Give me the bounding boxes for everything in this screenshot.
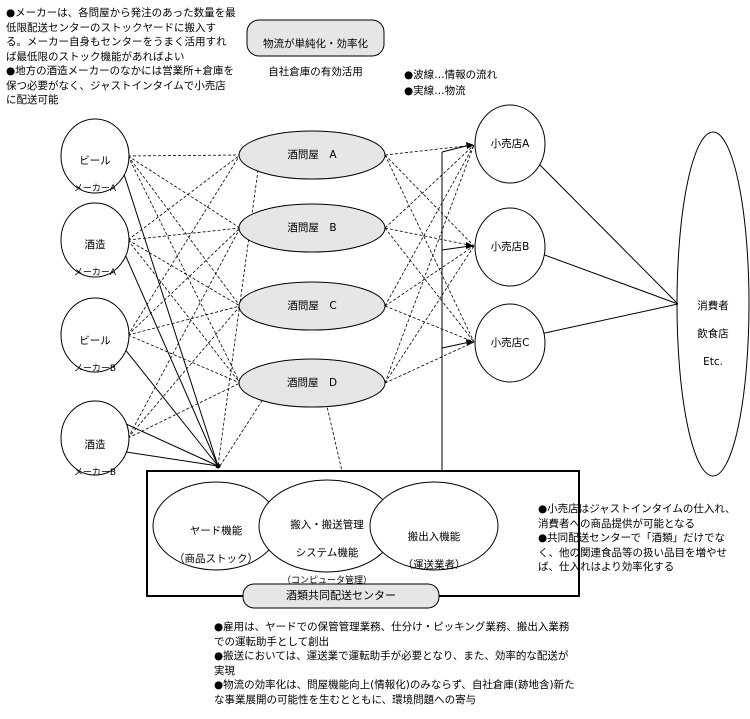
information-flow-lines <box>127 144 475 472</box>
retailer-label-2: 小売店B <box>490 241 530 253</box>
maker-label-3: ビール メーカーB <box>61 320 129 390</box>
system-label: 搬入・搬送管理 システム機能 （コンピュータ管理） <box>265 504 389 602</box>
center-name-box <box>242 583 440 609</box>
retailer-label-3: 小売店C <box>490 337 530 349</box>
consumer-label: 消費者 飲食店 Etc. <box>685 285 741 383</box>
consumer-line-1: 消費者 <box>697 300 729 312</box>
inout-label: 搬出入機能 （運送業者） <box>377 516 491 586</box>
title-line-2: 自社倉庫の有効活用 <box>268 66 363 78</box>
note-right: ●小売店はジャストインタイムの仕入れ、消費者への商品提供が可能となる ●共同配送… <box>538 503 736 573</box>
legend-physical-flow: ●実線…物流 <box>404 85 466 97</box>
maker-label-4: 酒造 メーカーB <box>61 424 129 494</box>
wholesaler-label-2: 酒問屋 B <box>287 222 337 234</box>
maker-1-name: メーカーA <box>73 184 117 194</box>
system-line-1: 搬入・搬送管理 <box>290 519 364 531</box>
system-line-3: （コンピュータ管理） <box>281 576 372 586</box>
consumer-line-3: Etc. <box>703 356 723 368</box>
legend-info-flow: ●波線…情報の流れ <box>404 69 498 81</box>
title-box-shape <box>246 19 385 57</box>
note-top-left: ●メーカーは、各問屋から発注のあった数量を最低限配送センターのストックヤードに搬… <box>6 7 236 106</box>
maker-node-3 <box>60 297 130 373</box>
maker-2-type: 酒造 <box>84 239 106 251</box>
wholesaler-label-3: 酒問屋 C <box>287 300 337 312</box>
maker-2-name: メーカーA <box>73 268 117 278</box>
title-box: 物流が単純化・効率化 自社倉庫の有効活用 <box>247 23 384 93</box>
maker-1-type: ビール <box>79 155 111 167</box>
center-function-nodes <box>152 479 499 573</box>
system-line-2: システム機能 <box>295 547 359 559</box>
inout-line-2: （運送業者） <box>402 559 466 571</box>
maker-label-2: 酒造 メーカーA <box>61 224 129 294</box>
title-line-1: 物流が単純化・効率化 <box>263 38 368 50</box>
flow-junction-dot <box>215 463 221 469</box>
arrow-heads <box>466 142 474 346</box>
maker-3-type: ビール <box>79 335 111 347</box>
maker-4-name: メーカーB <box>73 468 117 478</box>
retailer-node-2 <box>474 207 546 287</box>
wholesaler-node-4 <box>238 358 386 408</box>
yard-line-1: ヤード機能 <box>189 525 243 537</box>
maker-node-1 <box>60 118 130 194</box>
retailer-label-1: 小売店A <box>490 138 530 150</box>
wholesaler-nodes <box>238 130 386 408</box>
consumer-line-2: 飲食店 <box>697 328 729 340</box>
center-name: 酒類共同配送センター <box>286 589 396 602</box>
wholesaler-node-1 <box>238 130 386 180</box>
yard-label: ヤード機能 （商品ストック） <box>160 510 272 580</box>
maker-3-name: メーカーB <box>73 364 117 374</box>
note-bottom: ●雇用は、ヤードでの保管管理業務、仕分け・ピッキング業務、搬出入業務での運転助手… <box>214 621 575 706</box>
wholesaler-label-1: 酒問屋 A <box>287 149 337 161</box>
maker-node-2 <box>60 202 130 278</box>
physical-flow-lines <box>121 144 679 471</box>
inout-line-1: 搬出入機能 <box>407 531 461 543</box>
wholesaler-node-2 <box>238 203 386 253</box>
maker-4-type: 酒造 <box>84 439 106 451</box>
maker-label-1: ビール メーカーA <box>61 140 129 210</box>
retailer-node-3 <box>474 303 546 383</box>
retailer-node-1 <box>474 104 546 184</box>
wholesaler-label-4: 酒問屋 D <box>286 377 338 389</box>
yard-line-2: （商品ストック） <box>174 553 258 565</box>
retailer-nodes <box>474 104 546 383</box>
maker-node-4 <box>60 400 130 476</box>
maker-nodes <box>60 118 130 476</box>
inout-node <box>369 481 499 571</box>
wholesaler-node-3 <box>238 281 386 331</box>
